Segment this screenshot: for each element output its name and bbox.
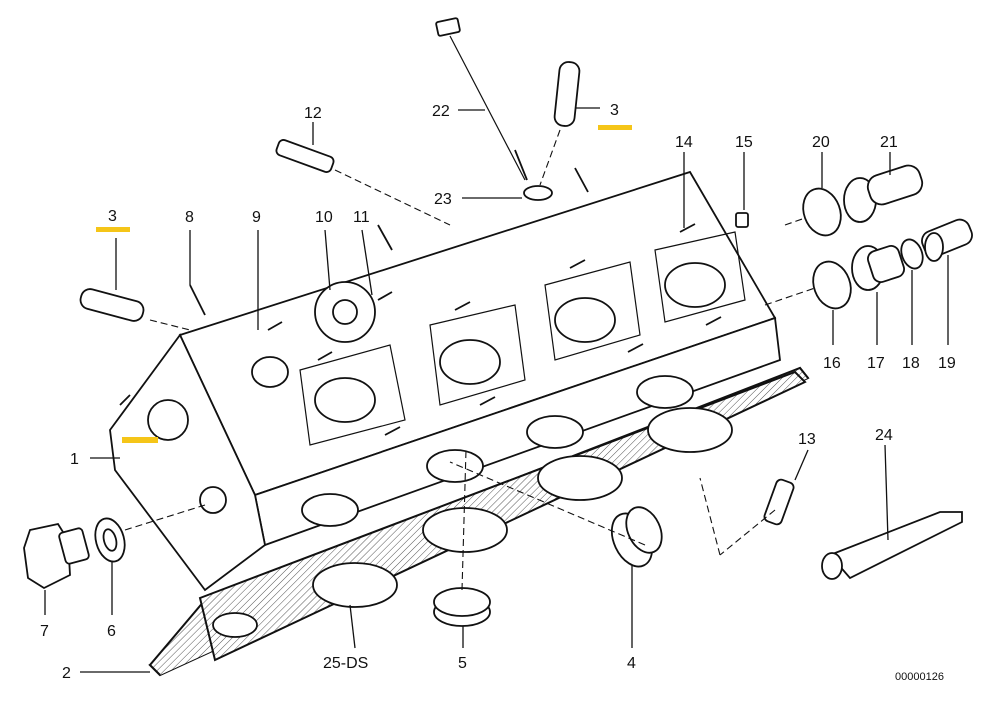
- adapter-17: [851, 245, 905, 291]
- seal-5: [433, 587, 491, 627]
- callout-12: 12: [304, 105, 322, 122]
- seal-ring-20: [802, 187, 842, 237]
- callout-15: 15: [735, 134, 753, 151]
- stud-13: [763, 478, 795, 526]
- head-gasket: [148, 366, 810, 677]
- callout-21: 21: [880, 134, 898, 151]
- stud-12: [275, 139, 335, 173]
- dowel-sleeve-upper: [553, 61, 581, 127]
- callout-23: 23: [434, 191, 452, 208]
- callout-18: 18: [902, 355, 920, 372]
- callout-25-ds: 25-DS: [323, 655, 368, 672]
- highlight-mark-3-upper: [598, 125, 632, 130]
- fitting-21: [843, 164, 924, 223]
- leader-lines: [44, 107, 949, 673]
- highlight-mark-3-left: [96, 227, 130, 232]
- callout-17: 17: [867, 355, 885, 372]
- fitting-19: [921, 218, 973, 262]
- projection-lines: [124, 129, 816, 591]
- callout-14: 14: [675, 134, 693, 151]
- callout-8: 8: [185, 209, 194, 226]
- callout-6: 6: [107, 623, 116, 640]
- callout-7: 7: [40, 623, 49, 640]
- callout-9: 9: [252, 209, 261, 226]
- plug-15: [735, 212, 749, 228]
- callout-11: 11: [353, 209, 370, 226]
- callout-24: 24: [875, 427, 893, 444]
- seal-ring-16: [812, 260, 852, 310]
- callout-5: 5: [458, 655, 467, 672]
- dowel-sleeve-left: [79, 288, 145, 322]
- seal-4: [610, 506, 663, 568]
- cylinder-head-bolt: [435, 17, 528, 181]
- callout-3-left: 3: [108, 208, 117, 225]
- callout-4: 4: [627, 655, 636, 672]
- callout-19: 19: [938, 355, 956, 372]
- stud-8: [189, 284, 206, 316]
- sealant-tube-24: [821, 511, 963, 580]
- callout-16: 16: [823, 355, 841, 372]
- callout-2: 2: [62, 665, 71, 682]
- bolt-washer: [523, 185, 553, 201]
- diagram-code: 00000126: [895, 671, 944, 683]
- callout-3-upper: 3: [610, 102, 619, 119]
- cylinder-head: [109, 167, 781, 592]
- seal-ring-18: [900, 238, 924, 270]
- callout-20: 20: [812, 134, 830, 151]
- callout-22: 22: [432, 103, 450, 120]
- callout-13: 13: [798, 431, 816, 448]
- callout-1: 1: [70, 451, 79, 468]
- plug-screw-7: [23, 522, 90, 590]
- highlight-mark-1: [122, 437, 158, 443]
- callout-10: 10: [315, 209, 333, 226]
